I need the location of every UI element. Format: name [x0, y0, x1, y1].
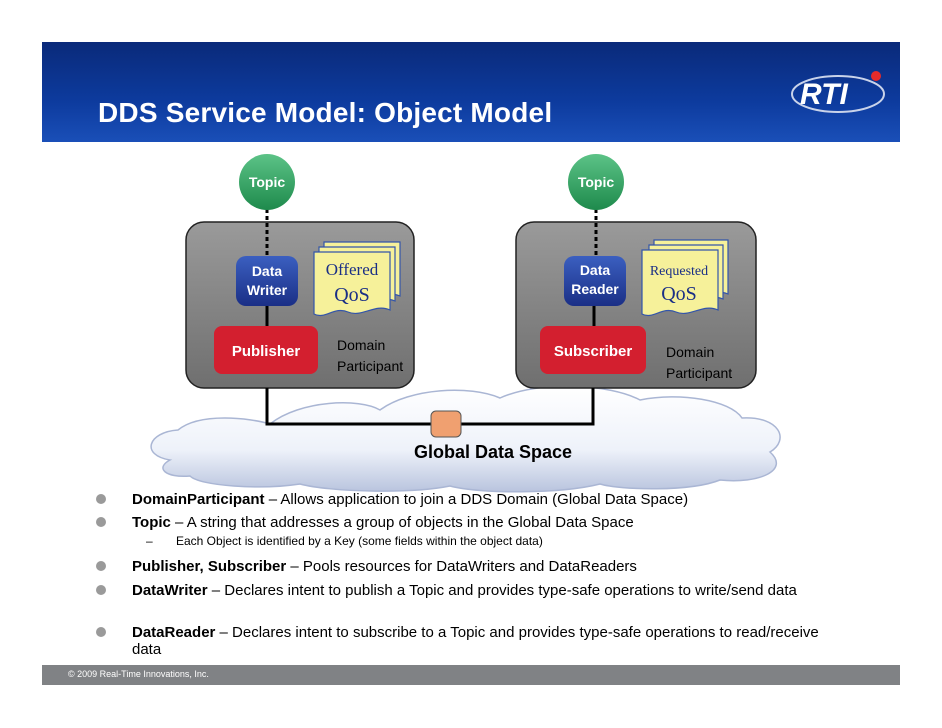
network-connector-box	[430, 410, 462, 438]
bullet-term: Publisher, Subscriber	[132, 558, 287, 575]
subscriber-connector-line	[460, 388, 595, 426]
subscriber-node	[540, 326, 646, 374]
data-reader-node	[564, 256, 626, 306]
logo-text: RTI	[800, 78, 848, 111]
bullet-text: – Allows application to join a DDS Domai…	[264, 491, 689, 508]
data-writer-node	[236, 256, 298, 306]
requested-qos-label-line2: QoS	[661, 283, 697, 305]
publisher-participant-label-line1: Domain	[337, 337, 385, 353]
slide-title: DDS Service Model: Object Model	[98, 97, 553, 128]
subscriber-topic-node	[568, 154, 624, 210]
bullet-dot-icon	[96, 561, 106, 571]
bullet-term: DataWriter	[132, 582, 208, 599]
data-writer-label-line2: Writer	[247, 282, 288, 298]
bullet-text: – A string that addresses a group of obj…	[170, 514, 634, 531]
publisher-participant-label-line2: Participant	[337, 358, 403, 374]
global-data-space-label: Global Data Space	[414, 442, 572, 462]
bullet-dot-icon	[96, 627, 106, 637]
global-data-space-cloud	[150, 385, 781, 493]
publisher-connector-line	[265, 388, 432, 426]
sub-bullet-dash: –	[146, 534, 153, 548]
copyright-text: © 2009 Real-Time Innovations, Inc.	[68, 669, 209, 679]
subscriber-label: Subscriber	[554, 343, 633, 360]
publisher-topic-label: Topic	[249, 174, 286, 190]
publisher-node	[214, 326, 318, 374]
subscriber-participant-label-line2: Participant	[666, 365, 732, 381]
bullet-dot-icon	[96, 517, 106, 527]
sub-bullet-text: Each Object is identified by a Key (some…	[176, 534, 543, 548]
data-writer-label-line1: Data	[252, 263, 283, 279]
subscriber-participant-label-line1: Domain	[666, 344, 714, 360]
offered-qos-label-line2: QoS	[334, 284, 370, 306]
subscriber-topic-label: Topic	[578, 174, 615, 190]
data-reader-label-line2: Reader	[571, 281, 619, 297]
offered-qos-label-line1: Offered	[326, 260, 379, 279]
requested-qos-document	[641, 239, 729, 316]
slide-header	[42, 42, 900, 142]
bullet-dot-icon	[96, 585, 106, 595]
bullet-term: DomainParticipant	[132, 491, 265, 508]
bullet-term: DataReader	[132, 624, 216, 641]
publisher-label: Publisher	[232, 343, 301, 360]
bullet-dot-icon	[96, 494, 106, 504]
offered-qos-document	[313, 241, 401, 316]
logo-dot-icon	[871, 71, 881, 81]
rti-logo: RTI	[791, 71, 885, 113]
requested-qos-label-line1: Requested	[650, 264, 708, 279]
slide-footer: © 2009 Real-Time Innovations, Inc.	[42, 665, 900, 685]
bullet-term: Topic	[132, 514, 171, 531]
bullet-text: – Declares intent to publish a Topic and…	[207, 582, 797, 599]
publisher-topic-node	[239, 154, 295, 210]
data-reader-label-line1: Data	[580, 262, 611, 278]
bullet-text: – Declares intent to subscribe to a Topi…	[132, 624, 819, 658]
bullet-text: – Pools resources for DataWriters and Da…	[286, 558, 637, 575]
